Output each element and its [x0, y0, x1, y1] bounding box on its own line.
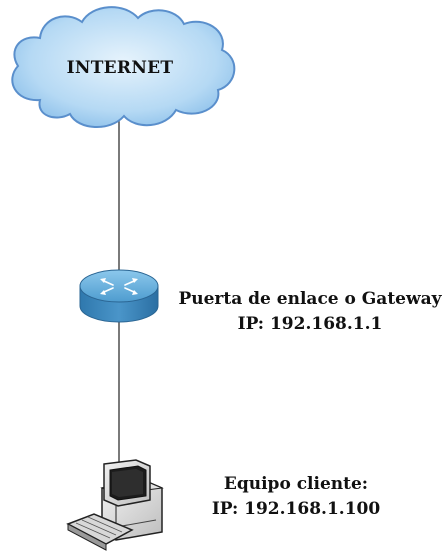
gateway-label: Puerta de enlace o Gateway IP: 192.168.1… [176, 287, 444, 337]
gateway-ip: IP: 192.168.1.1 [237, 314, 383, 334]
internet-label: INTERNET [66, 58, 174, 78]
client-ip: IP: 192.168.1.100 [211, 499, 381, 519]
client-label: Equipo cliente: IP: 192.168.1.100 [196, 472, 396, 522]
router-icon [79, 269, 159, 323]
cloud-icon [11, 6, 236, 129]
client-name: Equipo cliente: [223, 474, 369, 494]
gateway-name: Puerta de enlace o Gateway [178, 289, 442, 309]
computer-icon [66, 459, 164, 551]
